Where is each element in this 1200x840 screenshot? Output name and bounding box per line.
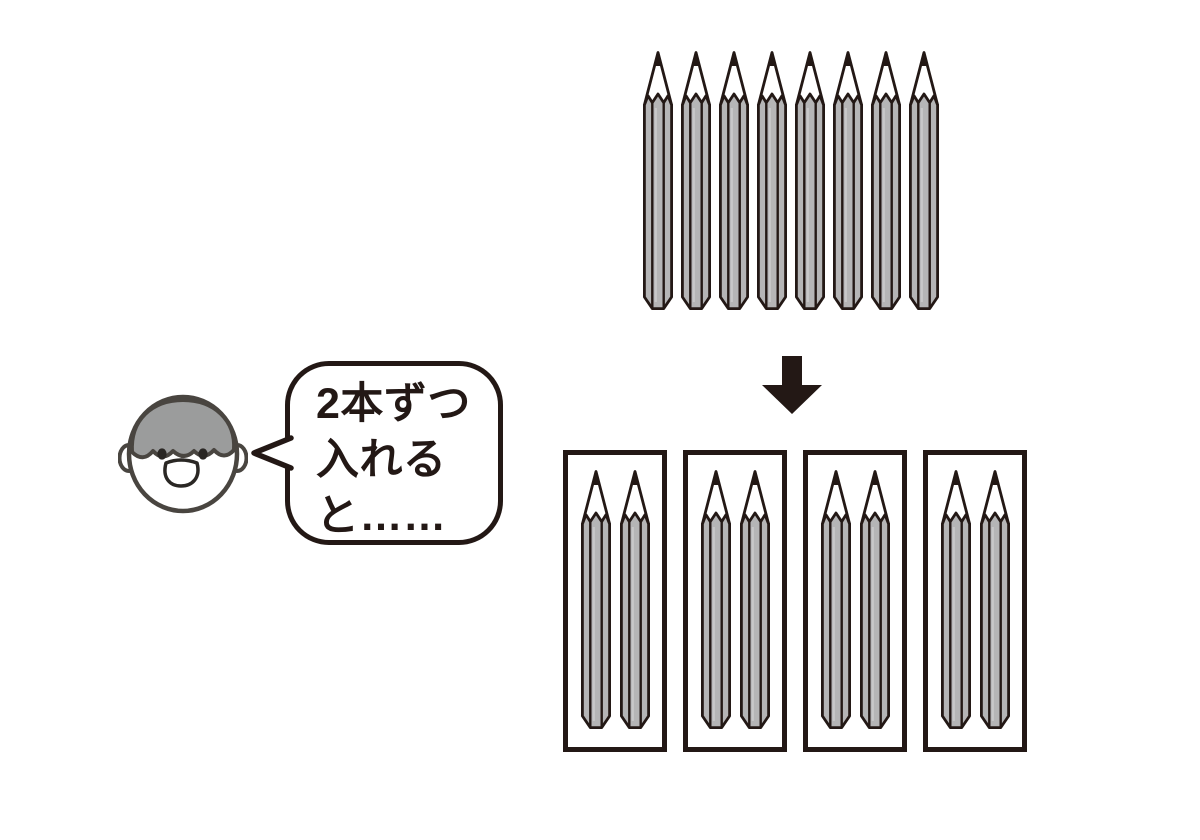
- pencil-lead-tip: [882, 52, 890, 66]
- pencil-lead-tip: [920, 52, 928, 66]
- pencil-box: [683, 450, 787, 752]
- speech-line: 入れる: [316, 436, 447, 484]
- pencil-lead-tip: [768, 52, 776, 66]
- pencil-box: [923, 450, 1027, 752]
- pencil-icon: [643, 51, 673, 310]
- pencil-body: [643, 92, 673, 310]
- ungrouped-pencils-row: [643, 50, 939, 312]
- pencil-body: [719, 92, 749, 310]
- pencil-icon: [681, 51, 711, 310]
- pencil-icon: [859, 470, 890, 729]
- speech-line: 2本ずつ: [316, 380, 471, 428]
- pencil-lead-tip: [951, 471, 960, 485]
- pencil-body: [580, 511, 611, 729]
- pencil-lead-tip: [711, 471, 720, 485]
- pencil-lead-tip: [844, 52, 852, 66]
- speech-bubble-tail-icon: [251, 435, 294, 471]
- pencil-icon: [833, 51, 863, 310]
- pencil-body: [979, 511, 1010, 729]
- pencil-lead-tip: [750, 471, 759, 485]
- pencil-box: [563, 450, 667, 752]
- pencil-boxes-row: [563, 450, 1027, 752]
- pencil-icon: [580, 470, 611, 729]
- pencil-body: [757, 92, 787, 310]
- pencil-lead-tip: [654, 52, 662, 66]
- down-arrow-icon: [762, 356, 822, 414]
- pencil-lead-tip: [831, 471, 840, 485]
- pencil-icon: [719, 51, 749, 310]
- pencil-lead-tip: [870, 471, 879, 485]
- pencil-lead-tip: [692, 52, 700, 66]
- pencil-body: [681, 92, 711, 310]
- pencil-lead-tip: [990, 471, 999, 485]
- box-pencil-pair: [580, 455, 650, 747]
- pencil-body: [833, 92, 863, 310]
- speech-line: と……: [316, 492, 447, 540]
- pencil-icon: [940, 470, 971, 729]
- pencil-icon: [795, 51, 825, 310]
- box-pencil-pair: [700, 455, 770, 747]
- speech-bubble: 2本ずつ 入れる と……: [285, 361, 503, 545]
- pencil-icon: [979, 470, 1010, 729]
- eye-icon: [157, 448, 167, 460]
- pencil-icon: [739, 470, 770, 729]
- pencil-body: [871, 92, 901, 310]
- pencil-lead-tip: [730, 52, 738, 66]
- pencil-body: [940, 511, 971, 729]
- pencil-lead-tip: [591, 471, 600, 485]
- pencil-lead-tip: [806, 52, 814, 66]
- pencil-icon: [757, 51, 787, 310]
- pencil-lead-tip: [630, 471, 639, 485]
- pencil-icon: [871, 51, 901, 310]
- pencil-icon: [820, 470, 851, 729]
- boy-face-icon: [118, 394, 248, 514]
- pencil-icon: [700, 470, 731, 729]
- pencil-body: [739, 511, 770, 729]
- eye-icon: [198, 448, 208, 460]
- pencil-body: [619, 511, 650, 729]
- pencil-body: [820, 511, 851, 729]
- box-pencil-pair: [820, 455, 890, 747]
- pencil-box: [803, 450, 907, 752]
- pencil-icon: [619, 470, 650, 729]
- pencil-icon: [909, 51, 939, 310]
- pencil-body: [909, 92, 939, 310]
- pencil-body: [795, 92, 825, 310]
- open-mouth: [163, 458, 200, 488]
- pencil-body: [700, 511, 731, 729]
- hair: [129, 398, 237, 460]
- pencil-body: [859, 511, 890, 729]
- box-pencil-pair: [940, 455, 1010, 747]
